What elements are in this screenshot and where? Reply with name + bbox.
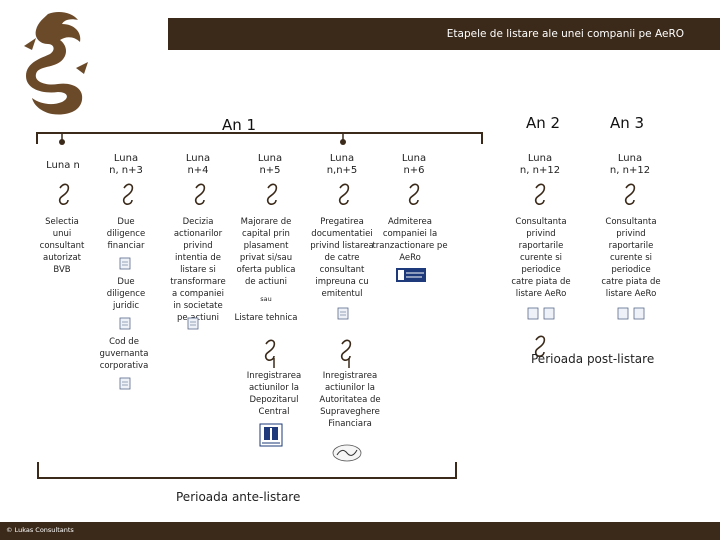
month-label-4: Luna n+5	[257, 153, 283, 176]
footer-bar: © Lukas Consultants	[0, 522, 720, 540]
step-governance-code: Cod de guvernanta corporativa	[99, 337, 149, 371]
document-icon	[633, 307, 645, 320]
step-or-label: sau	[260, 295, 272, 303]
flourish-icon	[338, 183, 350, 205]
step-reporting-consultancy-y3: Consultanta privind raportarile curente …	[601, 217, 661, 299]
document-icon	[187, 317, 199, 330]
document-icon	[337, 307, 349, 320]
flourish-icon	[340, 339, 352, 361]
flourish-icon	[58, 183, 70, 205]
document-icon	[527, 307, 539, 320]
step-consultant-selection: Selectia unui consultant autorizat BVB	[39, 217, 85, 275]
dragon-logo	[24, 12, 88, 115]
year-1-label: An 1	[222, 116, 257, 134]
step-due-diligence-financial: Due diligence financiar	[106, 217, 146, 251]
flourish-icon	[194, 183, 206, 205]
step-asf-registration: Inregistrarea actiunilor la Autoritatea …	[319, 371, 381, 429]
month-label-6: Luna n+6	[401, 153, 427, 176]
step-central-depository-registration: Inregistrarea actiunilor la Depozitarul …	[246, 371, 302, 417]
document-icon	[119, 317, 131, 330]
month-label-5: Luna n,n+5	[326, 153, 358, 176]
step-reporting-consultancy-y2: Consultanta privind raportarile curente …	[511, 217, 571, 299]
month-label-7: Luna n, n+12	[519, 153, 561, 176]
year-2-label: An 2	[526, 114, 561, 132]
flourish-icon	[624, 183, 636, 205]
flourish-icon	[122, 183, 134, 205]
ante-listare-bracket	[37, 462, 457, 479]
document-icon	[119, 257, 131, 270]
footer-copyright: © Lukas Consultants	[6, 526, 74, 534]
flourish-icon	[408, 183, 420, 205]
header-title: Etapele de listare ale unei companii pe …	[446, 28, 684, 40]
header-banner: Etapele de listare ale unei companii pe …	[168, 18, 720, 50]
document-icon	[119, 377, 131, 390]
step-shareholder-decision: Decizia actionarilor privind intentia de…	[170, 217, 226, 323]
step-capital-increase: Majorare de capital prin plasament priva…	[236, 217, 296, 287]
year-1-bracket	[36, 132, 483, 144]
flourish-icon	[264, 339, 276, 361]
year-3-label: An 3	[610, 114, 645, 132]
flourish-icon	[266, 183, 278, 205]
step-documentation: Pregatirea documentatiei privind listare…	[310, 217, 374, 299]
period-post-listing: Perioada post-listare	[531, 352, 655, 366]
document-icon	[543, 307, 555, 320]
document-icon	[617, 307, 629, 320]
step-admission: Admiterea companiei la tranzactionare pe…	[372, 217, 448, 263]
period-pre-listing: Perioada ante-listare	[176, 490, 301, 504]
month-label-3: Luna n+4	[185, 153, 211, 176]
month-label-1: Luna n	[46, 160, 80, 171]
step-technical-listing: Listare tehnica	[234, 313, 298, 323]
month-label-8: Luna n, n+12	[609, 153, 651, 176]
flourish-icon	[534, 335, 546, 357]
month-label-2: Luna n, n+3	[109, 153, 143, 176]
step-due-diligence-legal: Due diligence juridic	[106, 277, 146, 311]
flourish-icon	[534, 183, 546, 205]
